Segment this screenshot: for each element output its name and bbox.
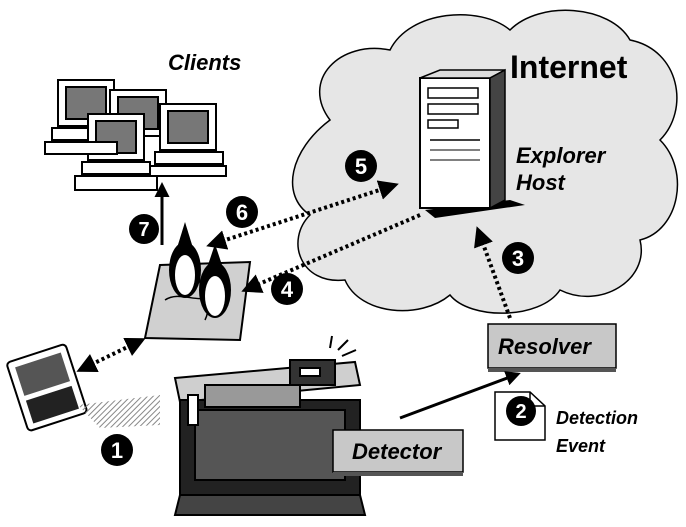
- desktop-computers-icon: [44, 79, 227, 191]
- step-badge-5: 5: [345, 150, 377, 182]
- step-badge-3: 3: [502, 242, 534, 274]
- step-badge-7: 7: [129, 214, 159, 244]
- internet-label: Internet: [510, 49, 628, 85]
- step-badge-6: 6: [226, 196, 258, 228]
- step-badge-4: 4: [271, 273, 303, 305]
- clients-label: Clients: [168, 50, 241, 75]
- step-badge-2: 2: [506, 396, 536, 426]
- puzzle-penguins-icon: [143, 222, 252, 342]
- svg-text:6: 6: [236, 200, 248, 225]
- flow-resolver-to-host: [474, 226, 512, 319]
- detection-event-label-line1: Detection: [556, 408, 638, 428]
- resolver-label: Resolver: [498, 334, 592, 359]
- server-tower-icon: [419, 68, 525, 218]
- svg-text:4: 4: [281, 277, 294, 302]
- step-badge-1: 1: [101, 434, 133, 466]
- explorer-host-label-line2: Host: [516, 170, 567, 195]
- svg-text:7: 7: [138, 219, 149, 241]
- explorer-host-label-line1: Explorer: [516, 143, 607, 168]
- flow-handheld-hub: [76, 337, 146, 373]
- detector-box: Detector: [332, 429, 464, 476]
- flow-hub-host-link: [206, 180, 399, 250]
- office-desk-icon: [173, 335, 367, 516]
- svg-text:2: 2: [515, 401, 526, 423]
- detector-label: Detector: [352, 439, 443, 464]
- svg-text:5: 5: [355, 154, 367, 179]
- svg-text:1: 1: [111, 438, 123, 463]
- resolver-box: Resolver: [487, 323, 617, 372]
- svg-text:3: 3: [512, 246, 524, 271]
- sensor-beam: [78, 395, 160, 428]
- flow-detector-to-resolver: [399, 371, 521, 420]
- handheld-device-icon: [6, 343, 88, 432]
- detection-event-label-line2: Event: [556, 436, 606, 456]
